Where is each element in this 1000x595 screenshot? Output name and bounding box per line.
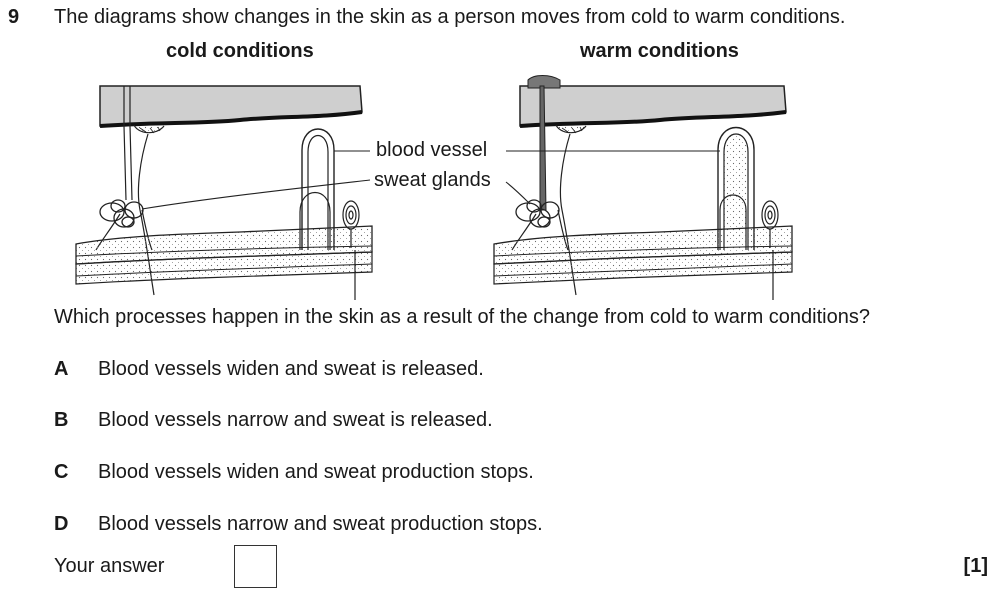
warm-blood-vessel — [717, 126, 755, 250]
warm-sweat-duct — [539, 85, 547, 211]
question-stem: The diagrams show changes in the skin as… — [54, 6, 846, 28]
cold-receptor — [342, 200, 360, 248]
option-c: C Blood vessels widen and sweat productio… — [54, 461, 534, 484]
question-prompt: Which processes happen in the skin as a … — [54, 306, 870, 328]
option-b: B Blood vessels narrow and sweat is relea… — [54, 409, 493, 432]
skin-diagrams — [75, 75, 793, 300]
warm-sweat-drop — [527, 75, 561, 89]
option-text: Blood vessels widen and sweat is release… — [98, 358, 484, 380]
option-letter: C — [54, 461, 69, 483]
option-letter: A — [54, 358, 69, 380]
option-text: Blood vessels narrow and sweat is releas… — [98, 409, 493, 431]
option-text: Blood vessels widen and sweat production… — [98, 461, 534, 483]
cold-sweat-gland — [99, 199, 144, 228]
cold-sweat-duct — [123, 86, 133, 201]
warm-receptor — [761, 200, 779, 248]
warm-sweat-gland — [515, 199, 560, 228]
option-letter: B — [54, 409, 69, 431]
answer-input-box[interactable] — [234, 545, 277, 588]
option-letter: D — [54, 513, 69, 535]
cold-conditions-title: cold conditions — [166, 40, 314, 62]
option-text: Blood vessels narrow and sweat productio… — [98, 513, 543, 535]
warm-skin-diagram — [493, 75, 793, 300]
marks-label: [1] — [963, 555, 988, 577]
answer-label: Your answer — [54, 555, 165, 577]
option-d: D Blood vessels narrow and sweat producti… — [54, 513, 543, 536]
label-sweat-glands: sweat glands — [374, 169, 491, 191]
question-number: 9 — [8, 6, 20, 28]
label-blood-vessel: blood vessel — [376, 139, 488, 161]
cold-blood-vessel — [301, 128, 335, 250]
cold-skin-diagram — [75, 85, 373, 300]
sweat-gland-pointer-right — [505, 181, 531, 205]
warm-conditions-title: warm conditions — [580, 40, 739, 62]
option-a: A Blood vessels widen and sweat is releas… — [54, 358, 484, 381]
sweat-gland-pointer-left — [141, 179, 371, 210]
